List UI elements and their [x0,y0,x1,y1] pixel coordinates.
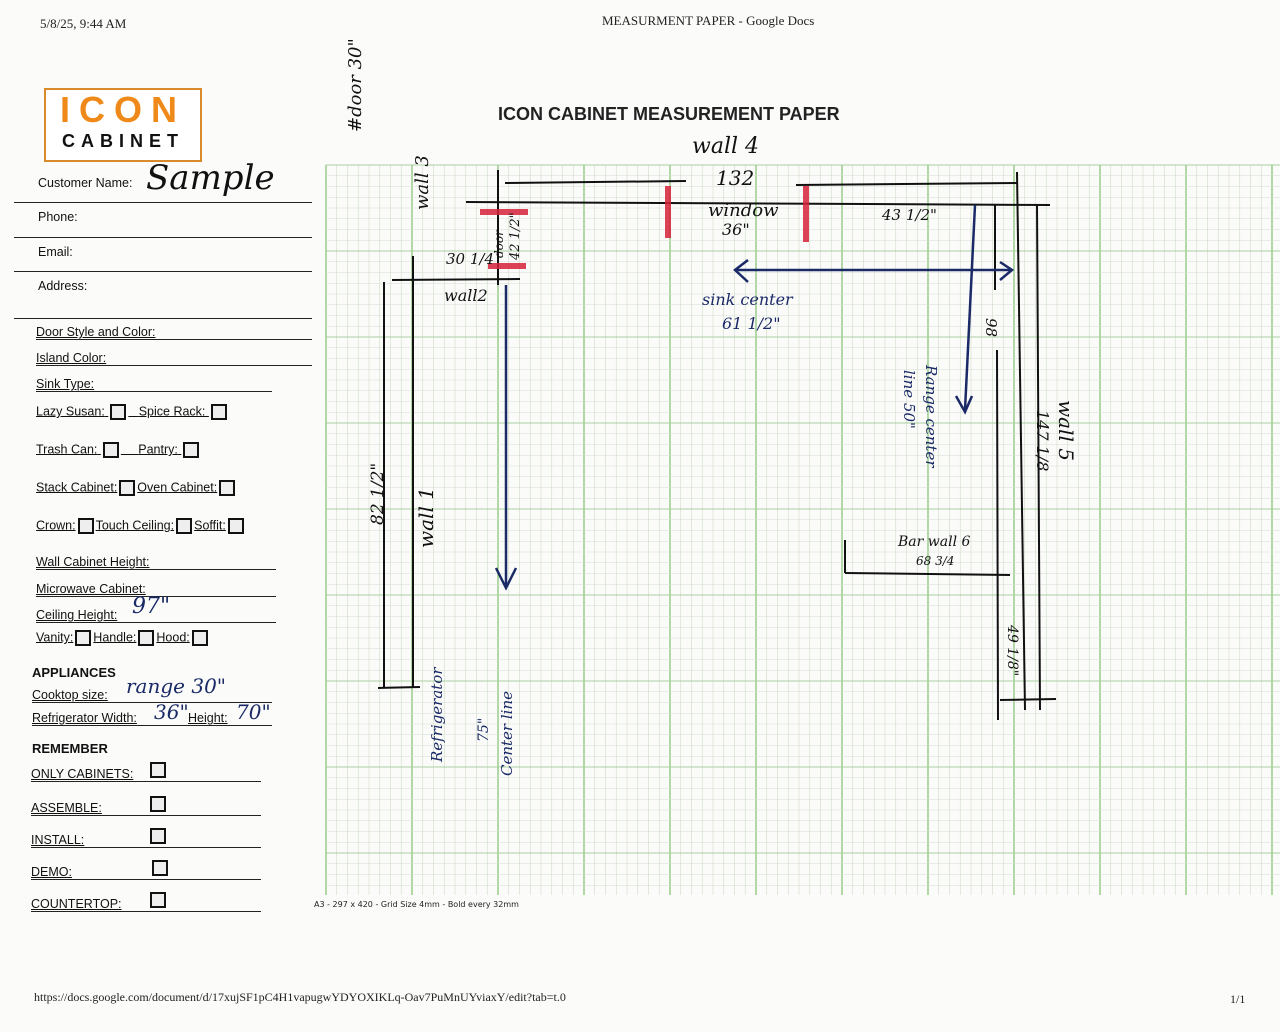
bar-wall-label: Bar wall 6 [898,534,971,550]
countertop-checkbox[interactable] [150,892,166,908]
lazy-susan-checkbox[interactable] [110,404,127,420]
microwave-cabinet-label: Microwave Cabinet: [36,582,146,596]
handle-label: Handle: [93,630,137,645]
dim-30-quarter: 30 1/4 [446,250,494,268]
doc-title: MEASURMENT PAPER - Google Docs [602,13,815,28]
bar-wall-length: 68 3/4 [916,554,955,568]
stack-cabinet-checkbox[interactable] [119,480,136,496]
wall-cabinet-height-label: Wall Cabinet Height: [36,555,150,569]
vanity-checkbox[interactable] [75,630,92,646]
fridge-height-label: Height: [188,711,228,725]
wall-1-length: 82 1/2" [368,462,388,525]
door-label: door [492,230,506,258]
soffit-checkbox[interactable] [227,518,244,534]
window-width: 36" [722,220,750,239]
handle-checkbox[interactable] [138,630,155,646]
sink-center-value: 61 1/2" [722,314,781,333]
refrigerator-label: Refrigerator [428,667,446,762]
range-center-label: Range center [922,365,940,468]
lazy-susan-label: Lazy Susan: [36,404,105,419]
refrigerator-value: 75" [476,717,492,742]
only-cabinets-checkbox[interactable] [150,762,166,778]
soffit-label: Soffit: [194,518,226,533]
vanity-label: Vanity: [36,630,74,645]
pantry-label: Pantry: [138,442,178,457]
grid-caption: A3 - 297 x 420 - Grid Size 4mm - Bold ev… [314,900,519,909]
fridge-height-value[interactable]: 70" [236,700,271,724]
range-center-arrow [963,204,977,411]
door-note: #door 30" [345,38,366,132]
wall-2-label: wall2 [444,286,488,305]
wall-5-length: 147 1/8 [1033,410,1052,472]
touch-ceiling-label: Touch Ceiling: [95,518,175,533]
center-line-label: Center line [498,691,516,776]
hood-label: Hood: [156,630,190,645]
touch-ceiling-checkbox[interactable] [176,518,193,534]
footer-page-number: 1/1 [1230,992,1246,1006]
spice-rack-checkbox[interactable] [210,404,227,420]
pantry-checkbox[interactable] [183,442,200,458]
oven-cabinet-checkbox[interactable] [219,480,236,496]
wall-1-label: wall 1 [414,487,438,548]
sink-center-label: sink center [702,290,793,309]
remember-heading: REMEMBER [32,741,108,756]
wall-5-line [1016,171,1026,711]
wall-3-label: wall 3 [412,155,433,210]
dim-43-half: 43 1/2" [882,206,937,224]
page-title: ICON CABINET MEASUREMENT PAPER [498,104,840,124]
wall-4-label: wall 4 [692,134,760,159]
spice-rack-label: Spice Rack: [138,404,206,419]
install-label: INSTALL: [31,833,85,847]
wall-4-line [465,201,1051,206]
fridge-width-value[interactable]: 36" [154,700,189,724]
sink-type-label: Sink Type: [36,377,95,391]
stack-cabinet-label: Stack Cabinet: [36,480,118,495]
oven-cabinet-label: Oven Cabinet: [137,480,218,495]
range-center-line: line 50" [900,370,918,429]
assemble-checkbox[interactable] [150,796,166,812]
window-label: window [708,200,779,221]
countertop-label: COUNTERTOP: [31,897,122,911]
demo-label: DEMO: [31,865,72,879]
phone-label: Phone: [38,210,78,224]
dim-49: 49 1/8" [1004,625,1020,677]
door-style-label: Door Style and Color: [36,325,156,339]
cooktop-value[interactable]: range 30" [126,674,227,698]
dim-98: 98 [982,318,1000,338]
print-timestamp: 5/8/25, 9:44 AM [40,16,127,31]
only-cabinets-label: ONLY CABINETS: [31,767,134,781]
island-color-label: Island Color: [36,351,107,365]
door-height: 42 1/2" [508,212,523,260]
install-checkbox[interactable] [150,828,166,844]
demo-checkbox[interactable] [152,860,168,876]
ceiling-height-value[interactable]: 97" [132,594,171,619]
bar-wall-6-line [844,572,1011,576]
wall-2-line [391,278,521,281]
assemble-label: ASSEMBLE: [31,801,102,815]
trash-can-label: Trash Can: [36,442,98,457]
ceiling-height-label: Ceiling Height: [36,608,118,622]
hood-checkbox[interactable] [191,630,208,646]
footer-url[interactable]: https://docs.google.com/document/d/17xuj… [34,990,566,1004]
customer-name-value[interactable]: Sample [146,158,275,198]
fridge-width-label: Refrigerator Width: [32,711,137,725]
crown-checkbox[interactable] [77,518,94,534]
customer-name-label: Customer Name: [38,176,133,190]
address-label: Address: [38,279,88,293]
trash-can-checkbox[interactable] [102,442,119,458]
wall-4-length: 132 [716,166,755,190]
crown-label: Crown: [36,518,76,533]
email-label: Email: [38,245,73,259]
appliances-heading: APPLIANCES [32,665,116,680]
cooktop-label: Cooktop size: [32,688,108,702]
wall-5-label: wall 5 [1054,400,1078,461]
